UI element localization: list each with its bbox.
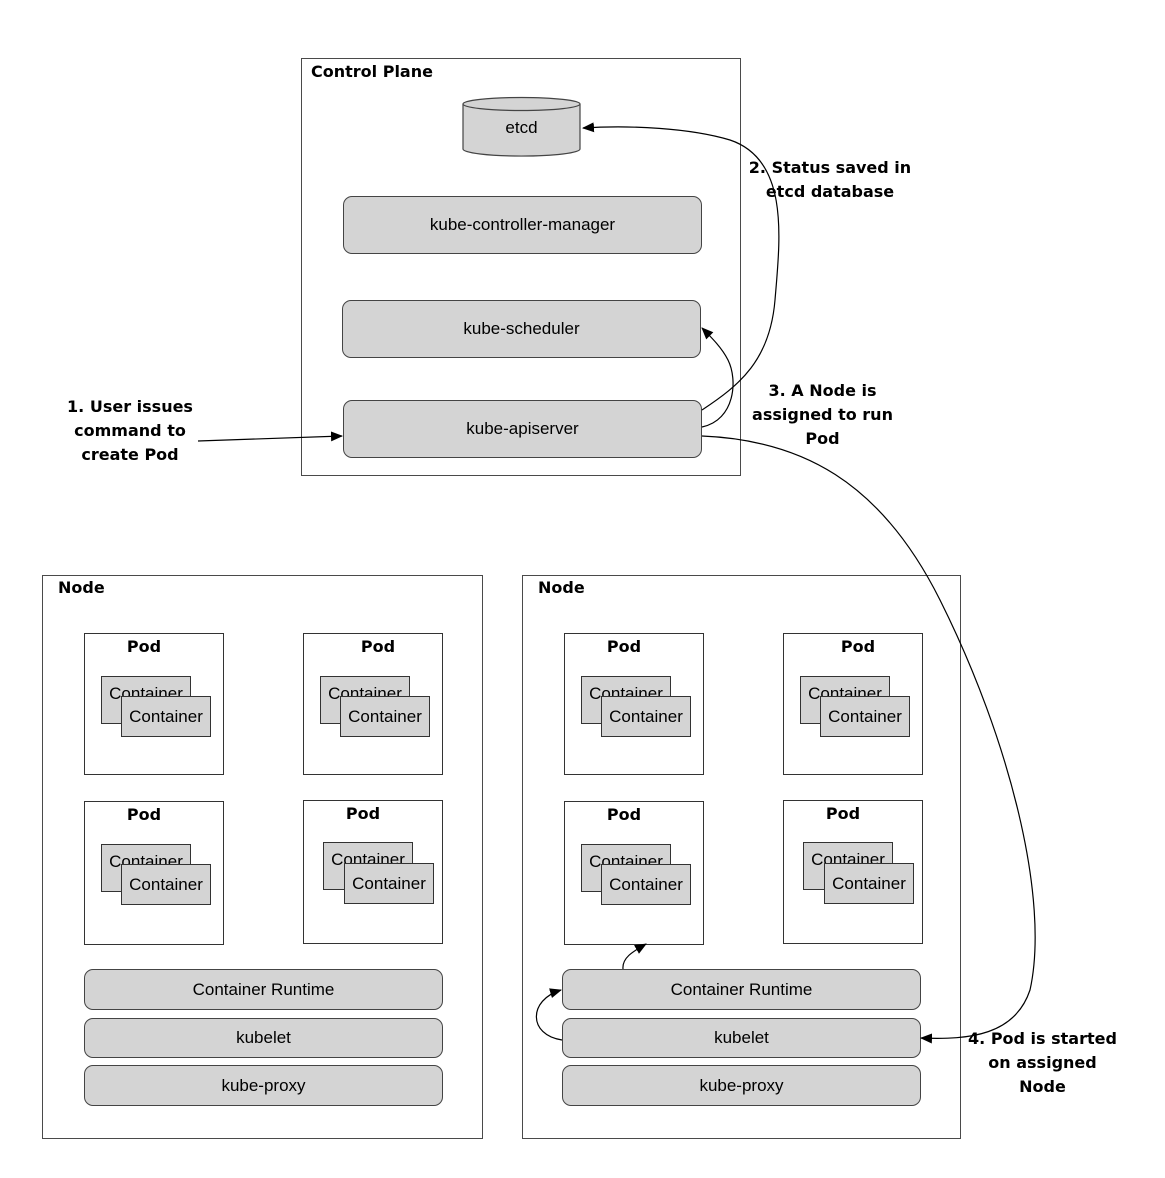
container-front: Container [824,863,914,904]
arrow-apiserver-to-scheduler [701,327,734,428]
arrow-apiserver-to-kubelet [701,435,1036,1044]
pod-label: Pod [840,637,876,656]
node-title: Node [538,578,585,597]
pod-label: Pod [126,637,162,656]
pod-label: Pod [606,637,642,656]
kube-proxy[interactable]: kube-proxy [562,1065,921,1106]
pod[interactable]: Pod Container Container [303,633,443,775]
arrow-kubelet-to-runtime [535,988,563,1041]
etcd-database[interactable]: etcd [462,96,581,158]
step-3-line2: assigned to run [752,405,893,424]
kube-apiserver[interactable]: kube-apiserver [343,400,702,458]
step-1-note: 1. User issues command to create Pod [60,395,200,467]
etcd-label: etcd [505,118,538,137]
container-runtime[interactable]: Container Runtime [562,969,921,1010]
step-2-line2: etcd database [765,182,895,201]
arrow-user-to-apiserver [197,431,343,442]
pod[interactable]: Pod Container Container [564,801,704,945]
step-3-note: 3. A Node is assigned to run Pod [745,379,900,451]
container-front: Container [340,696,430,737]
step-4-line2: on assigned [988,1053,1097,1072]
pod-label: Pod [606,805,642,824]
pod[interactable]: Pod Container Container [783,633,923,775]
control-plane-title: Control Plane [311,62,433,81]
container-front: Container [121,864,211,905]
pod-label: Pod [345,804,381,823]
step-3-line1: 3. A Node is [768,381,877,400]
kube-controller-manager[interactable]: kube-controller-manager [343,196,702,254]
container-front: Container [601,696,691,737]
pod-label: Pod [126,805,162,824]
pod[interactable]: Pod Container Container [783,800,923,944]
node-title: Node [58,578,105,597]
container-front: Container [121,696,211,737]
pod-label: Pod [825,804,861,823]
container-front: Container [601,864,691,905]
arrow-runtime-to-pod [622,943,647,970]
step-1-line2: command to [74,421,186,440]
container-front: Container [820,696,910,737]
step-4-note: 4. Pod is started on assigned Node [965,1027,1120,1099]
pod[interactable]: Pod Container Container [84,801,224,945]
step-4-line1: 4. Pod is started [968,1029,1117,1048]
step-3-line3: Pod [805,429,840,448]
kubelet[interactable]: kubelet [84,1018,443,1058]
step-2-note: 2. Status saved in etcd database [745,156,915,204]
database-cylinder-icon [462,96,581,157]
step-1-line3: create Pod [81,445,179,464]
pod[interactable]: Pod Container Container [303,800,443,944]
pod[interactable]: Pod Container Container [84,633,224,775]
step-1-line1: 1. User issues [67,397,193,416]
pod-label: Pod [360,637,396,656]
arrow-apiserver-to-etcd [582,122,780,411]
step-2-line1: 2. Status saved in [748,158,912,177]
step-4-line3: Node [1019,1077,1066,1096]
container-front: Container [344,863,434,904]
pod[interactable]: Pod Container Container [564,633,704,775]
kube-proxy[interactable]: kube-proxy [84,1065,443,1106]
kube-scheduler[interactable]: kube-scheduler [342,300,701,358]
container-runtime[interactable]: Container Runtime [84,969,443,1010]
